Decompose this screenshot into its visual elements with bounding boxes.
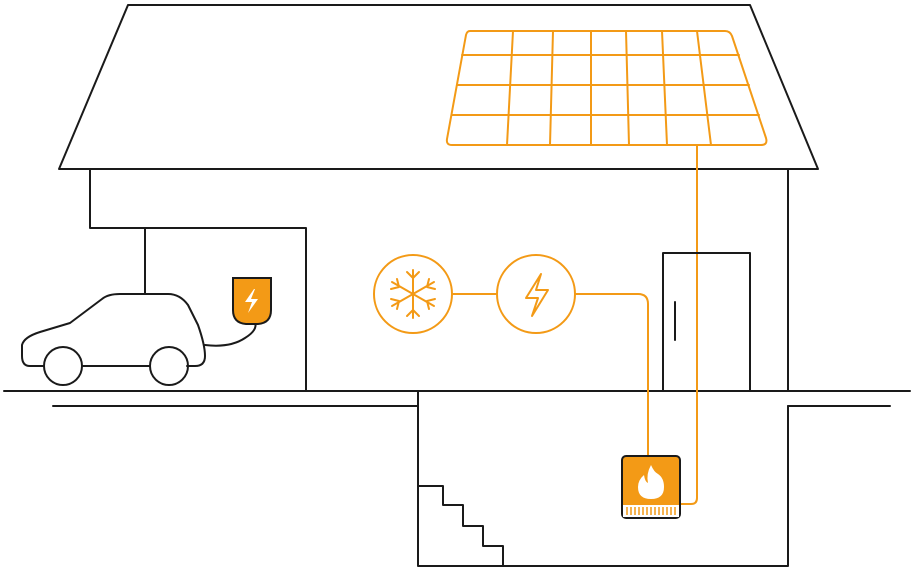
snowflake-icon [390,269,436,319]
electricity-link [574,293,649,457]
heating-unit [621,455,681,519]
carport-wall [89,168,307,392]
electricity-unit-circle [496,254,576,334]
solar-panel-rows [451,54,760,116]
cooling-unit [373,254,498,334]
basement [417,390,789,567]
charging-cable [204,321,257,347]
stairs-icon [417,485,504,567]
heater-grille-slats [626,507,676,515]
electricity-unit [496,254,649,457]
car-body [21,293,206,367]
lightning-icon [245,289,258,313]
roof [58,4,819,170]
solar-panel-icon [445,30,768,505]
solar-cable [679,144,698,505]
flame-icon [638,465,664,499]
front-door [662,252,751,392]
lightning-icon [525,273,549,317]
door-icon [662,252,751,392]
ground-lines [3,390,911,407]
car-wheel-front [43,346,83,386]
solar-panel-frame [445,30,768,146]
wall-charger [232,277,272,325]
car-outline-icon [21,293,257,386]
basement-walls [417,390,789,567]
solar-panel-columns [506,30,712,146]
house-outline-icon [58,4,819,392]
car-wheel-rear [149,346,189,386]
